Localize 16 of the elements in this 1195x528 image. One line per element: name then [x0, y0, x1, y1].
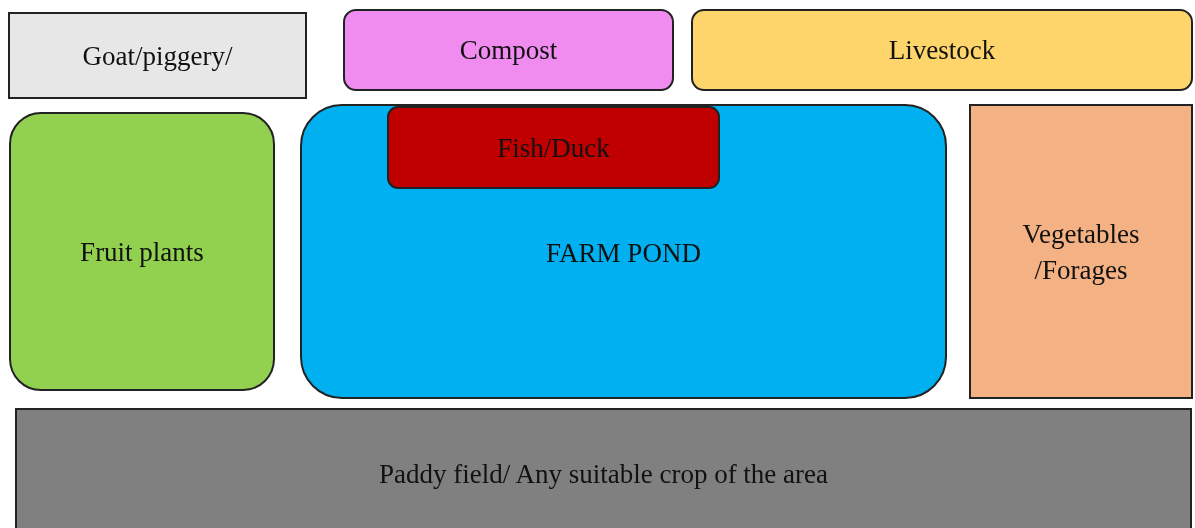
plot-label: FARM POND [546, 236, 701, 270]
livestock-plot [691, 9, 1193, 91]
goat-piggery-plot [8, 12, 307, 99]
plot-label: Compost [459, 33, 558, 67]
farm-pond [300, 104, 947, 399]
fruit-plants-plot [9, 112, 275, 391]
vegetables-plot [969, 104, 1193, 399]
plot-label: Livestock [888, 33, 996, 67]
plot-label: Fish/Duck [497, 131, 610, 165]
plot-label: Vegetables /Forages [1021, 217, 1141, 287]
plot-label: Goat/piggery/ [82, 39, 233, 73]
fish-duck-plot [387, 106, 720, 189]
plot-label: Fruit plants [80, 235, 204, 269]
paddy-field-plot [15, 408, 1192, 528]
compost-plot [343, 9, 674, 91]
plot-label: Paddy field/ Any suitable crop of the area [378, 457, 829, 491]
